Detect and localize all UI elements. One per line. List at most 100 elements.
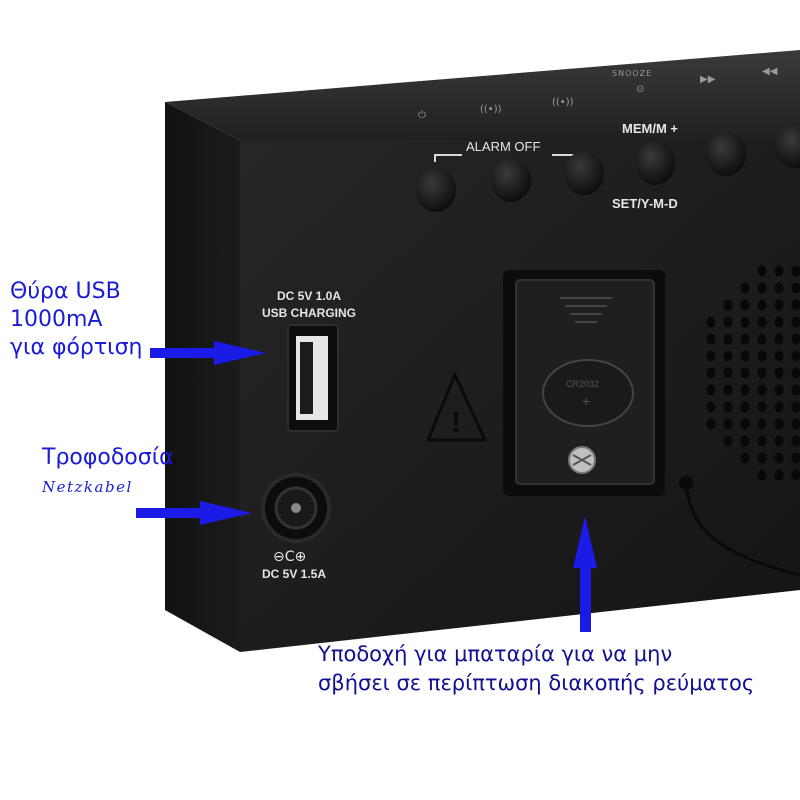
speaker-hole [791, 333, 800, 345]
speaker-hole [706, 367, 716, 379]
set-label: SET/Y-M-D [612, 196, 678, 211]
speaker-grille [706, 265, 800, 481]
power-button[interactable] [416, 168, 456, 212]
speaker-hole [740, 452, 750, 464]
usb-annotation-line3: για φόρτιση [10, 335, 143, 360]
speaker-hole [774, 469, 784, 481]
speaker-hole [774, 418, 784, 430]
speaker-hole [791, 316, 800, 328]
speaker-hole [791, 367, 800, 379]
snooze-label: SNOOZE [612, 69, 652, 78]
speaker-hole [774, 282, 784, 294]
speaker-hole [757, 435, 767, 447]
dc-spec: DC 5V 1.5A [262, 567, 326, 581]
usb-annotation: Θύρα USB 1000mA για φόρτιση [10, 278, 142, 362]
mem-label: MEM/M + [622, 121, 678, 136]
speaker-hole [740, 435, 750, 447]
speaker-hole [757, 265, 767, 277]
speaker-hole [757, 367, 767, 379]
speaker-hole [706, 401, 716, 413]
speaker-hole [723, 384, 733, 396]
speaker-hole [774, 333, 784, 345]
forward-icon: ▶▶ [700, 74, 716, 85]
battery-annotation-line1: Υποδοχή για μπαταρία για να μην [318, 642, 673, 666]
alarm-off-label: ALARM OFF [466, 139, 540, 154]
power-icon: ⏻ [418, 110, 426, 121]
speaker-hole [774, 384, 784, 396]
speaker-hole [791, 384, 800, 396]
speaker-hole [791, 401, 800, 413]
speaker-hole [774, 350, 784, 362]
speaker-hole [791, 435, 800, 447]
speaker-hole [757, 316, 767, 328]
speaker-hole [740, 333, 750, 345]
speaker-hole [706, 418, 716, 430]
usb-port-tongue [300, 342, 313, 414]
arrow-usb [214, 341, 266, 365]
speaker-hole [706, 333, 716, 345]
device-top-face [165, 50, 800, 140]
speaker-hole [740, 367, 750, 379]
dc-polarity-symbol: ⊖C⊕ [273, 549, 306, 565]
speaker-hole [723, 418, 733, 430]
mem-set-button[interactable] [635, 141, 675, 185]
speaker-hole [740, 299, 750, 311]
speaker-hole [740, 384, 750, 396]
dc-jack-pin [291, 503, 301, 513]
speaker-hole [723, 367, 733, 379]
speaker-hole [791, 418, 800, 430]
warning-mark: ! [451, 406, 461, 439]
forward-button[interactable] [706, 132, 746, 176]
speaker-hole [706, 350, 716, 362]
speaker-hole [757, 452, 767, 464]
usb-spec-line2: USB CHARGING [262, 306, 356, 320]
speaker-hole [774, 435, 784, 447]
alarm2-icon: ((•)) [552, 97, 574, 108]
alarm1-icon: ((•)) [480, 104, 502, 115]
antenna-cable [684, 482, 800, 577]
battery-annotation: Υποδοχή για μπαταρία για να μην σβήσει σ… [318, 640, 754, 698]
speaker-hole [740, 282, 750, 294]
speaker-hole [723, 316, 733, 328]
speaker-hole [723, 350, 733, 362]
power-annotation: Τροφοδοσία [42, 445, 174, 470]
speaker-hole [791, 282, 800, 294]
speaker-hole [723, 333, 733, 345]
speaker-hole [757, 350, 767, 362]
snooze-icon: ⊙ [636, 84, 644, 95]
speaker-hole [757, 282, 767, 294]
speaker-hole [706, 384, 716, 396]
speaker-hole [791, 452, 800, 464]
speaker-hole [757, 401, 767, 413]
speaker-hole [740, 316, 750, 328]
speaker-hole [774, 452, 784, 464]
speaker-hole [757, 418, 767, 430]
warning-triangle [425, 371, 488, 442]
speaker-hole [774, 299, 784, 311]
alarm1-button[interactable] [491, 158, 531, 202]
speaker-hole [791, 469, 800, 481]
speaker-hole [757, 333, 767, 345]
battery-cover-grip [560, 297, 612, 323]
arrow-battery [573, 516, 597, 568]
usb-annotation-line2: 1000mA [10, 307, 103, 332]
screw-slot [572, 454, 592, 466]
battery-coin-text: CR2032 [566, 379, 599, 389]
speaker-hole [791, 350, 800, 362]
arrow-power [200, 501, 252, 525]
speaker-hole [774, 265, 784, 277]
speaker-hole [774, 367, 784, 379]
rewind-button[interactable] [775, 124, 800, 168]
speaker-hole [774, 316, 784, 328]
speaker-hole [723, 299, 733, 311]
speaker-hole [740, 418, 750, 430]
speaker-hole [740, 401, 750, 413]
annotation-arrows [136, 341, 597, 632]
usb-spec-line1: DC 5V 1.0A [277, 289, 341, 303]
speaker-hole [740, 350, 750, 362]
coin-battery-icon [542, 359, 634, 427]
rewind-icon: ◀◀ [762, 66, 778, 77]
alarm2-button[interactable] [564, 151, 604, 195]
speaker-hole [757, 469, 767, 481]
